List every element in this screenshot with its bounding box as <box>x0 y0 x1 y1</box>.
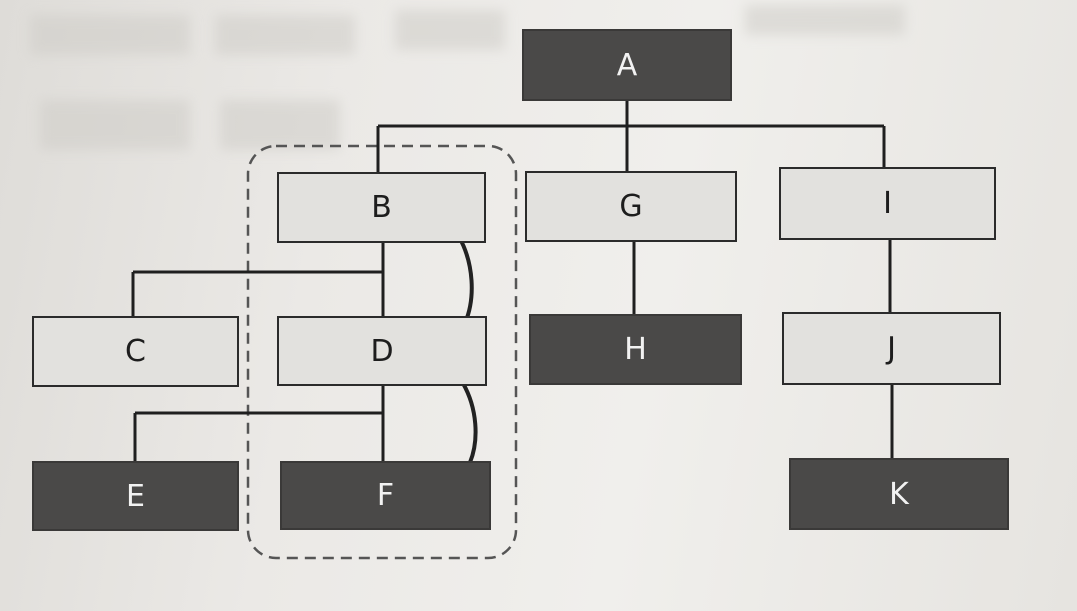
node-e: E <box>32 461 239 531</box>
node-i: I <box>779 167 996 240</box>
selection-group-outline <box>246 144 518 560</box>
bleed-through-smudge <box>30 15 190 55</box>
connector-d-children <box>133 386 385 461</box>
node-c: C <box>32 316 239 387</box>
bleed-through-smudge <box>220 100 340 150</box>
connector-i-j-k <box>888 240 894 458</box>
bleed-through-smudge <box>40 100 190 150</box>
node-j: J <box>782 312 1001 385</box>
bleed-through-smudge <box>215 15 355 55</box>
node-b: B <box>277 172 486 243</box>
bleed-through-smudge <box>745 5 905 35</box>
bleed-through-smudge <box>395 10 505 50</box>
node-f: F <box>280 461 491 530</box>
node-g: G <box>525 171 737 242</box>
connector-b-children <box>131 242 385 316</box>
node-a: A <box>522 29 732 101</box>
node-k: K <box>789 458 1009 530</box>
node-h: H <box>529 314 742 385</box>
connector-a-children <box>376 100 886 172</box>
node-d: D <box>277 316 487 386</box>
